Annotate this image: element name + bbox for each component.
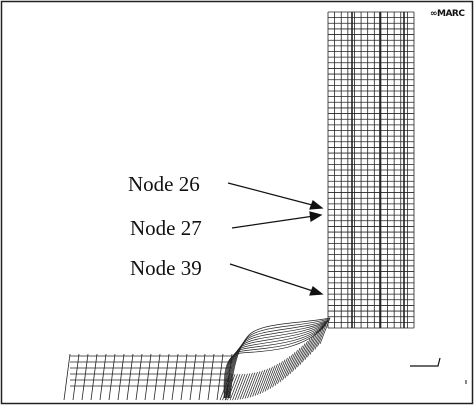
mesh-line	[274, 359, 286, 386]
mesh-line	[244, 372, 256, 399]
mesh-line	[135, 353, 143, 401]
mesh-line	[302, 336, 313, 363]
mesh-line	[267, 364, 278, 391]
mesh-line	[252, 370, 263, 397]
mesh-line	[282, 354, 293, 381]
mesh-line	[289, 347, 301, 375]
scale-mark	[410, 357, 441, 367]
mesh-line	[153, 353, 161, 401]
label-node-27: Node 27	[130, 216, 202, 240]
mesh-line	[229, 374, 241, 401]
mesh-line	[314, 323, 326, 350]
mesh-line	[312, 325, 323, 353]
mesh-line	[108, 353, 116, 401]
mesh-line	[99, 353, 107, 401]
leader-arrows	[227, 182, 324, 296]
mesh-line	[299, 338, 311, 365]
mesh-line	[216, 353, 224, 401]
mesh-line	[171, 353, 179, 401]
mesh-line	[224, 325, 326, 399]
mesh-line	[257, 368, 268, 395]
mesh-line	[225, 323, 327, 399]
arrow-node-27	[231, 215, 315, 229]
transition-region-mesh	[219, 317, 331, 401]
mesh-line	[249, 371, 261, 398]
arrowhead-node-27	[309, 211, 323, 222]
mesh-line	[319, 317, 331, 345]
bottom-flange-mesh	[63, 353, 233, 401]
mesh-line	[63, 353, 71, 401]
mesh-line	[307, 331, 318, 358]
mesh-line	[234, 373, 246, 401]
mesh-line	[279, 355, 291, 383]
mesh-line	[317, 320, 328, 347]
mesh-line	[223, 326, 325, 399]
mesh-line	[297, 341, 308, 368]
mesh-line	[189, 353, 197, 401]
vertical-wall-mesh	[327, 11, 415, 329]
mesh-line	[287, 350, 298, 377]
mesh-line	[219, 374, 231, 401]
mesh-line	[242, 372, 253, 400]
mesh-line	[117, 353, 125, 401]
mesh-line	[90, 353, 98, 401]
mesh-line	[264, 365, 276, 392]
arrow-node-26	[227, 182, 317, 207]
label-node-39: Node 39	[130, 256, 202, 280]
mesh-line	[292, 345, 303, 372]
mesh-line	[294, 343, 306, 370]
arrowhead-node-26	[309, 200, 324, 210]
mesh-line	[239, 373, 251, 400]
arrowhead-node-39	[309, 286, 324, 296]
mesh-line	[272, 361, 283, 388]
mesh-line	[198, 353, 206, 401]
mesh-line	[227, 320, 329, 399]
mesh-line	[284, 352, 296, 379]
mesh-line	[207, 353, 215, 401]
mesh-line	[162, 353, 170, 401]
mesh-line	[309, 328, 321, 355]
mesh-line	[254, 369, 266, 396]
mesh-line	[81, 353, 89, 401]
mesh-line	[237, 373, 248, 400]
mesh-line	[126, 353, 134, 401]
mesh-line	[225, 324, 326, 399]
mesh-line	[259, 367, 271, 394]
mesh-line	[226, 322, 327, 399]
mesh-line	[232, 374, 243, 401]
mesh-line	[180, 353, 188, 401]
mesh-line	[225, 353, 233, 401]
arrow-node-39	[229, 263, 317, 293]
mesh-line	[144, 353, 152, 401]
marc-logo: ∞MARC	[430, 9, 465, 19]
mesh-line	[269, 362, 281, 389]
mesh-line	[72, 353, 80, 401]
mesh-line	[229, 317, 331, 399]
mesh-line	[304, 333, 316, 360]
mesh-line	[228, 319, 329, 399]
mesh-line	[227, 374, 238, 401]
label-node-26: Node 26	[128, 172, 200, 196]
logo-text: MARC	[437, 9, 465, 19]
mesh-line	[277, 357, 288, 385]
infinity-icon: ∞	[430, 9, 438, 19]
mesh-line	[247, 371, 258, 399]
mesh-line	[262, 366, 273, 393]
